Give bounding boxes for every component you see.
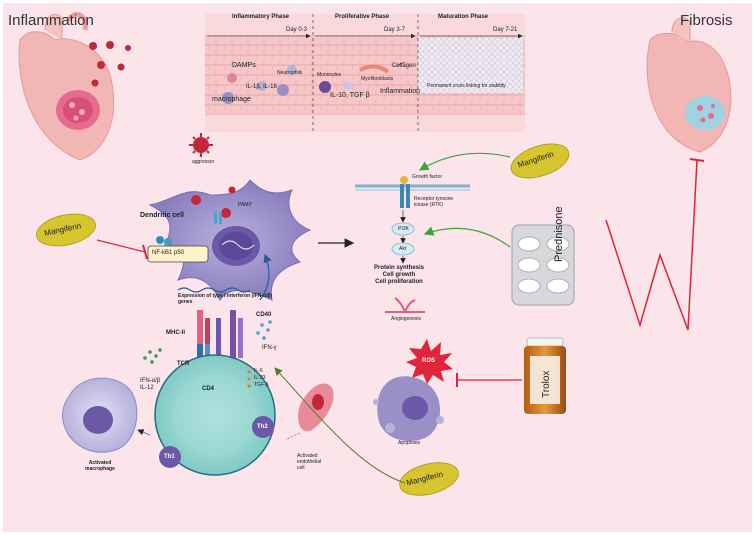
pi3k-label: PI3K xyxy=(398,226,409,232)
inflammation-title: Inflammation xyxy=(8,12,94,29)
fibrotic-heart-icon xyxy=(646,17,732,153)
trolox-bottle-icon xyxy=(524,337,566,414)
mangiferin-inhibits-nfkb-line xyxy=(96,239,148,260)
ifn-gamma-dots xyxy=(256,320,272,340)
cd4-label: CD4 xyxy=(202,386,215,392)
damps-label: DAMPs xyxy=(232,62,256,69)
mangiferin-to-rtk-arrow xyxy=(418,152,511,171)
mangiferin-fruit-icon xyxy=(399,462,459,496)
ros-burst-icon xyxy=(406,339,453,384)
monocytes-label: Monocytes xyxy=(317,72,342,78)
mangiferin-fruit-icon xyxy=(36,213,96,247)
myofibroblasts-label: Myofibroblasts xyxy=(361,76,394,82)
th2-cell-icon xyxy=(252,416,274,438)
fibrosis-progression-line xyxy=(605,158,705,331)
apoptotic-cell-graphic xyxy=(373,376,444,442)
growth-factor-label: Growth factor xyxy=(412,174,443,180)
activated-macrophage-graphic xyxy=(62,377,151,453)
phase-1-name: Inflammatory Phase xyxy=(232,14,290,20)
phase-2-days: Day 3-7 xyxy=(384,27,406,33)
ifn-alpha-il12-label: IFN-α/β IL-12 xyxy=(140,378,161,391)
wound-healing-phases-panel xyxy=(205,14,525,132)
protein-synthesis-label: Protein synthesis Cell growth Cell proli… xyxy=(374,265,425,285)
akt-label: Akt xyxy=(399,246,407,252)
prednisone-label: Prednisone xyxy=(553,206,565,262)
ifn-alpha-dots xyxy=(143,348,162,364)
aggressor-virus-icon xyxy=(189,133,213,157)
phase-3-name: Maturation Phase xyxy=(438,14,489,20)
cd40-label: CD40 xyxy=(256,312,272,318)
phase-3-days: Day 7-21 xyxy=(493,27,518,33)
mangiferin-fruit-icon xyxy=(510,143,570,179)
neutrophils-label: Neutrophils xyxy=(277,70,303,76)
th2-label: Th2 xyxy=(257,424,268,430)
rtk-pathway-graphic xyxy=(355,176,470,313)
tcr-label: TCR xyxy=(177,361,190,367)
angiogenesis-label: Angiogenesis xyxy=(391,316,422,322)
prednisone-blister-pack-icon xyxy=(511,224,575,306)
th1-cell-icon xyxy=(159,446,181,468)
activated-endothelial-cell-graphic xyxy=(284,383,334,441)
virus-particles-icon xyxy=(89,41,131,87)
activated-macrophage-label: Activated macrophage xyxy=(85,460,115,472)
apoptosis-label: Apoptosis xyxy=(398,440,420,446)
aggressor-label: aggressor xyxy=(192,159,215,165)
prednisone-to-pi3k-arrow xyxy=(423,226,511,248)
t-cell-graphic xyxy=(154,354,276,476)
nfkb-label: NF-kB1 p50 xyxy=(152,250,185,256)
fibrosis-title: Fibrosis xyxy=(680,12,733,29)
phase-1-days: Day 0-3 xyxy=(286,27,308,33)
pamp-label: PAMP xyxy=(238,202,252,208)
trolox-inhibits-ros-line xyxy=(456,373,522,387)
crosslinking-label: Permanent cross linking for stability xyxy=(427,83,506,89)
collagen-label: Collagen xyxy=(392,63,416,69)
inflammation-phase-label: Inflammation xyxy=(380,88,421,95)
mangiferin-to-tcell-arrow xyxy=(274,367,406,484)
activated-endothelial-label: Activated endothelial cell xyxy=(297,453,322,471)
rtk-label: Receptor tyrosine kinase (RTK) xyxy=(414,196,454,208)
il1b-il18-label: IL-1β, IL-18 xyxy=(246,84,277,90)
type1-ifn-label: Expression of type I interferon (IFN-α/β… xyxy=(178,293,273,305)
mhc2-label: MHC-II xyxy=(166,330,185,336)
ifn-gamma-label: IFN-γ xyxy=(262,345,277,351)
il6-dots xyxy=(247,370,251,388)
phase-2-name: Proliferative Phase xyxy=(335,14,390,20)
cytokines-label: IL-6 IL-23 TGF-β xyxy=(254,368,269,388)
il10-tgfb-label: IL-10, TGF β xyxy=(330,92,370,99)
dendritic-cell-label: Dendritic cell xyxy=(140,212,184,219)
ros-label: ROS xyxy=(422,358,436,364)
inflamed-heart-icon xyxy=(18,12,115,161)
th1-label: Th1 xyxy=(164,454,175,460)
macrophage-label: macrophage xyxy=(212,96,251,103)
dendritic-cell-graphic xyxy=(147,179,312,301)
trolox-label: Trolox xyxy=(541,370,552,398)
